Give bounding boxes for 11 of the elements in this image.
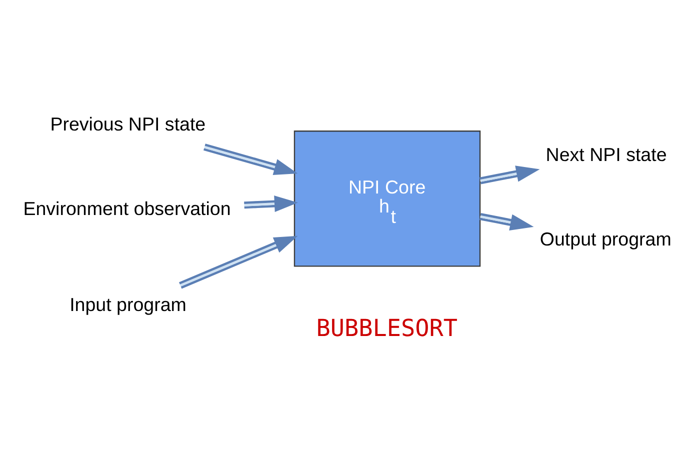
arrow [244, 196, 298, 212]
arrow [204, 144, 298, 175]
node-text: Output program [540, 228, 672, 250]
node-text: Previous NPI state [50, 113, 206, 134]
arrow [178, 236, 298, 289]
arrow [480, 213, 534, 231]
node-text: Next NPI state [546, 144, 667, 165]
arrow [480, 166, 540, 184]
label: BUBBLESORT [316, 314, 458, 342]
node-text: Environment observation [23, 198, 231, 219]
node-text: Input program [70, 294, 186, 316]
